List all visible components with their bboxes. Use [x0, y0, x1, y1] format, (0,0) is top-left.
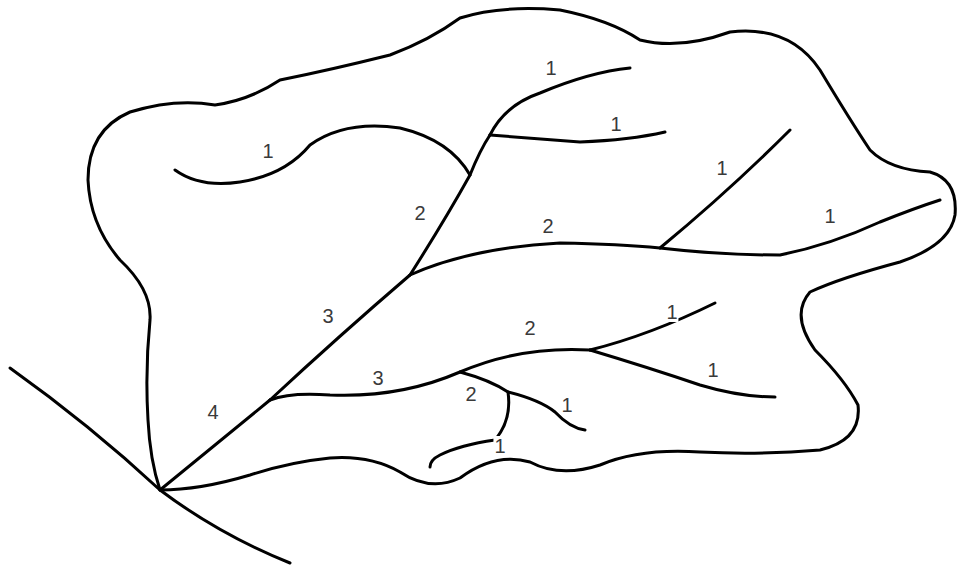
- stream-order-number: 2: [464, 384, 477, 404]
- stream-segment: [160, 400, 270, 490]
- stream-segment: [430, 440, 495, 467]
- stream-segment: [508, 392, 585, 430]
- stream-segment: [590, 303, 715, 350]
- stream-segment: [490, 132, 665, 142]
- stream-order-number: 2: [413, 203, 426, 223]
- stream-order-number: 1: [261, 141, 274, 161]
- stream-segment: [410, 200, 940, 275]
- stream-segment: [490, 68, 630, 135]
- stream-order-number: 1: [609, 114, 622, 134]
- stream-segment: [175, 126, 470, 183]
- stream-segment: [660, 130, 790, 248]
- stream-segment: [460, 372, 509, 440]
- stream-order-number: 1: [715, 158, 728, 178]
- stream-order-number: 1: [560, 395, 573, 415]
- stream-order-number: 4: [206, 402, 219, 422]
- stream-order-number: 1: [706, 360, 719, 380]
- stream-segment: [270, 349, 590, 400]
- stream-order-number: 3: [371, 368, 384, 388]
- stream-order-number: 2: [541, 216, 554, 236]
- stream-order-number: 3: [321, 306, 334, 326]
- main-river: [10, 368, 290, 563]
- stream-order-number: 1: [665, 302, 678, 322]
- watershed-boundary: [88, 9, 955, 490]
- stream-order-number: 1: [544, 58, 557, 78]
- stream-order-number: 1: [493, 436, 506, 456]
- stream-segment: [270, 275, 410, 400]
- stream-order-number: 2: [523, 318, 536, 338]
- stream-segment: [590, 350, 775, 397]
- stream-order-number: 1: [823, 206, 836, 226]
